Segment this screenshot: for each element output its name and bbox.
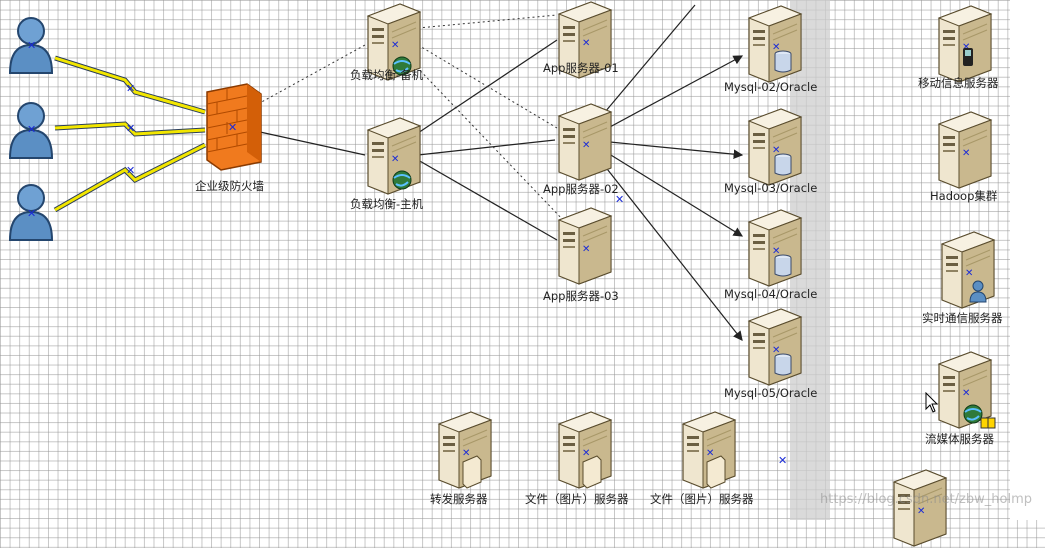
mysql-server-04[interactable]: ✕ bbox=[743, 208, 807, 288]
x-marker: ✕ bbox=[27, 207, 37, 220]
mysql05-label: Mysql-05/Oracle bbox=[724, 386, 818, 400]
x-marker: ✕ bbox=[126, 122, 136, 135]
lightning-link bbox=[53, 142, 207, 213]
mysql02-label: Mysql-02/Oracle bbox=[724, 80, 818, 94]
svg-text:✕: ✕ bbox=[582, 140, 590, 151]
mouse-cursor-icon bbox=[925, 391, 939, 418]
x-marker: ✕ bbox=[615, 193, 625, 206]
lightning-link bbox=[54, 121, 206, 137]
svg-text:✕: ✕ bbox=[391, 40, 399, 51]
svg-text:✕: ✕ bbox=[962, 42, 970, 53]
firewall-label: 企业级防火墙 bbox=[195, 179, 264, 193]
svg-text:✕: ✕ bbox=[391, 154, 399, 165]
partial-server[interactable]: ✕ bbox=[888, 468, 952, 548]
link-backup-app02 bbox=[417, 44, 558, 129]
mobile-info-server[interactable]: ✕ bbox=[933, 4, 997, 84]
canvas-edge bbox=[1010, 0, 1045, 520]
link-app02-mysql03 bbox=[609, 141, 744, 159]
svg-text:✕: ✕ bbox=[582, 448, 590, 459]
svg-text:✕: ✕ bbox=[772, 246, 780, 257]
app01-label: App服务器-01 bbox=[543, 61, 619, 75]
file2-label: 文件（图片）服务器 bbox=[650, 492, 754, 506]
svg-text:✕: ✕ bbox=[917, 506, 925, 517]
user-icon[interactable] bbox=[6, 182, 56, 242]
x-marker: ✕ bbox=[126, 82, 136, 95]
link-backup-app01 bbox=[417, 14, 558, 29]
link-app02-top bbox=[604, 4, 696, 113]
file1-label: 文件（图片）服务器 bbox=[525, 492, 629, 506]
mobile-label: 移动信息服务器 bbox=[918, 76, 999, 90]
svg-text:✕: ✕ bbox=[965, 268, 973, 279]
firewall-icon[interactable] bbox=[203, 82, 263, 172]
lb-backup-label: 负载均衡-备机 bbox=[350, 68, 424, 82]
mysql-server-02[interactable]: ✕ bbox=[743, 4, 807, 84]
link-app02-mysql02 bbox=[607, 55, 744, 129]
hadoop-cluster-server[interactable]: ✕ bbox=[933, 110, 997, 190]
app-server-01[interactable]: ✕ bbox=[553, 0, 617, 80]
load-balancer-backup[interactable]: ✕ bbox=[362, 2, 426, 82]
lb-main-label: 负载均衡-主机 bbox=[350, 197, 424, 211]
lightning-link bbox=[54, 55, 206, 115]
link-app02-mysql05 bbox=[599, 159, 743, 341]
file-image-server-2[interactable]: ✕ bbox=[677, 410, 741, 490]
svg-text:✕: ✕ bbox=[772, 42, 780, 53]
x-marker: ✕ bbox=[228, 121, 238, 134]
svg-text:✕: ✕ bbox=[962, 148, 970, 159]
mysql03-label: Mysql-03/Oracle bbox=[724, 181, 818, 195]
svg-text:✕: ✕ bbox=[772, 145, 780, 156]
load-balancer-main[interactable]: ✕ bbox=[362, 116, 426, 196]
x-marker: ✕ bbox=[27, 39, 37, 52]
link-lb-app02 bbox=[417, 139, 556, 156]
app02-label: App服务器-02 bbox=[543, 182, 619, 196]
svg-text:✕: ✕ bbox=[962, 388, 970, 399]
svg-text:✕: ✕ bbox=[706, 448, 714, 459]
watermark: https://blog.csdn.net/zbw_holmp bbox=[820, 492, 1032, 507]
app-server-03[interactable]: ✕ bbox=[553, 206, 617, 286]
mysql04-label: Mysql-04/Oracle bbox=[724, 287, 818, 301]
link-fw-lb-backup bbox=[257, 44, 366, 105]
link-backup-app03 bbox=[409, 59, 566, 223]
hadoop-label: Hadoop集群 bbox=[930, 189, 998, 203]
x-marker: ✕ bbox=[27, 123, 37, 136]
svg-text:✕: ✕ bbox=[582, 244, 590, 255]
svg-text:✕: ✕ bbox=[462, 448, 470, 459]
app-server-02[interactable]: ✕ bbox=[553, 102, 617, 182]
stream-label: 流媒体服务器 bbox=[925, 432, 994, 446]
realtime-comm-server[interactable]: ✕ bbox=[936, 230, 1000, 310]
x-marker: ✕ bbox=[778, 454, 788, 467]
mysql-server-05[interactable]: ✕ bbox=[743, 307, 807, 387]
forward-server[interactable]: ✕ bbox=[433, 410, 497, 490]
svg-text:✕: ✕ bbox=[772, 345, 780, 356]
connection-layer bbox=[53, 4, 744, 341]
forward-label: 转发服务器 bbox=[430, 492, 488, 506]
mysql-server-03[interactable]: ✕ bbox=[743, 107, 807, 187]
link-app02-mysql04 bbox=[605, 151, 744, 237]
svg-text:✕: ✕ bbox=[582, 38, 590, 49]
x-marker: ✕ bbox=[126, 164, 136, 177]
streaming-media-server[interactable]: ✕ bbox=[933, 350, 997, 430]
link-lb-app03 bbox=[417, 159, 558, 241]
link-fw-lb-main bbox=[259, 131, 366, 156]
app03-label: App服务器-03 bbox=[543, 289, 619, 303]
user-icon[interactable] bbox=[6, 100, 56, 160]
user-icon[interactable] bbox=[6, 15, 56, 75]
realtime-label: 实时通信服务器 bbox=[922, 311, 1003, 325]
file-image-server-1[interactable]: ✕ bbox=[553, 410, 617, 490]
